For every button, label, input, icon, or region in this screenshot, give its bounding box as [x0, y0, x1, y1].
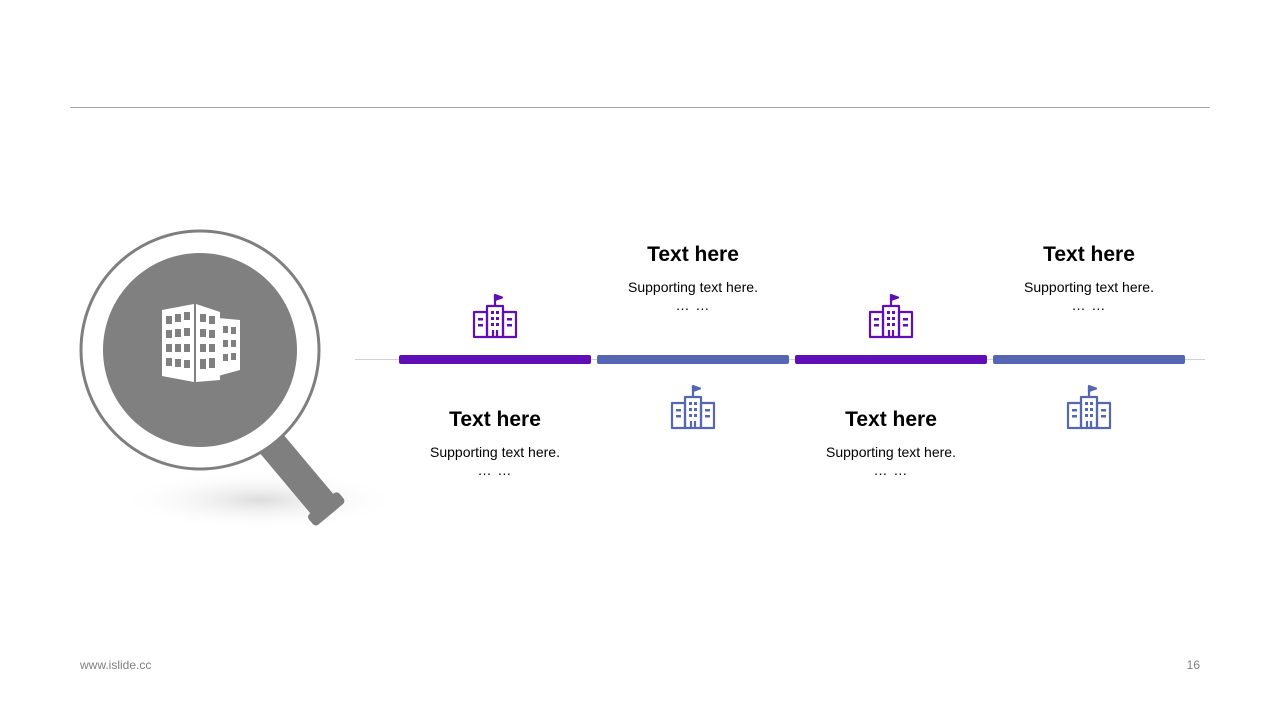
school-building-icon [669, 383, 717, 431]
step-supporting-text: Supporting text here. [1024, 279, 1154, 295]
step-ellipsis: … … [1071, 297, 1107, 313]
step-title: Text here [449, 408, 541, 431]
step-supporting-text: Supporting text here. [628, 279, 758, 295]
school-building-icon [1065, 383, 1113, 431]
step-title: Text here [845, 408, 937, 431]
step-supporting-text: Supporting text here. [430, 444, 560, 460]
school-building-icon [867, 292, 915, 340]
step-supporting-text: Supporting text here. [826, 444, 956, 460]
step-ellipsis: … … [873, 462, 909, 478]
magnifier-illustration [60, 220, 420, 550]
page-number: 16 [1186, 658, 1200, 672]
timeline-segment-4 [993, 355, 1185, 364]
timeline-segment-3 [795, 355, 987, 364]
footer-url[interactable]: www.islide.cc [80, 658, 152, 672]
school-building-icon [471, 292, 519, 340]
timeline-segment-1 [399, 355, 591, 364]
step-title: Text here [647, 243, 739, 266]
building-icon [162, 304, 240, 382]
magnifier-shadow [120, 470, 400, 530]
step-ellipsis: … … [675, 297, 711, 313]
top-divider [70, 107, 1210, 108]
step-ellipsis: … … [477, 462, 513, 478]
timeline-segment-2 [597, 355, 789, 364]
step-title: Text here [1043, 243, 1135, 266]
